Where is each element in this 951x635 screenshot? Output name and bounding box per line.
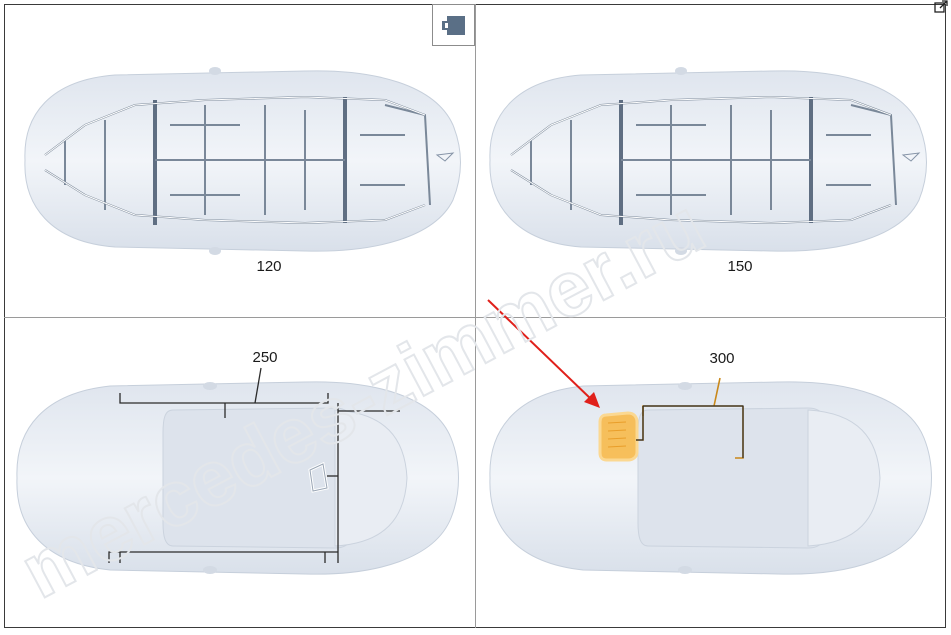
car-body-top [489, 70, 927, 252]
panel-wiring-view-2[interactable]: 150 [476, 5, 946, 317]
roof-part-edge [309, 463, 328, 492]
panel-label-250: 250 [252, 349, 278, 366]
mirror-right [675, 247, 687, 255]
mirror-left [675, 67, 687, 75]
grid-divider-vertical [475, 4, 476, 628]
car-body-top [24, 70, 461, 252]
external-link-icon[interactable] [934, 0, 948, 14]
roof-panel [637, 407, 829, 549]
windshield [334, 409, 408, 547]
wiring-detail [510, 96, 892, 224]
part-view-icon [442, 16, 465, 35]
grid-divider-horizontal [4, 317, 946, 318]
panel-roof-view[interactable]: 250 [5, 318, 475, 630]
windshield [807, 409, 881, 547]
mirror-left [203, 382, 217, 390]
panel-label-150: 150 [727, 258, 753, 275]
star-logo-icon [435, 152, 455, 162]
part-view-button[interactable] [432, 4, 475, 46]
callout-lines-300-dark [636, 405, 744, 458]
mirror-right [203, 566, 217, 574]
mirror-right [209, 247, 221, 255]
callout-lines-250 [108, 367, 400, 563]
mirror-right [678, 566, 692, 574]
panel-battery-view[interactable]: 300 [476, 318, 946, 630]
wiring-detail [44, 96, 426, 224]
red-arrow-icon [487, 299, 600, 408]
panel-wiring-view-1[interactable]: 120 [5, 5, 475, 317]
panel-label-120: 120 [256, 258, 282, 275]
battery-highlight [598, 411, 639, 462]
panel-label-300: 300 [709, 350, 735, 367]
mirror-left [678, 382, 692, 390]
star-logo-icon [901, 152, 921, 162]
mirror-left [209, 67, 221, 75]
